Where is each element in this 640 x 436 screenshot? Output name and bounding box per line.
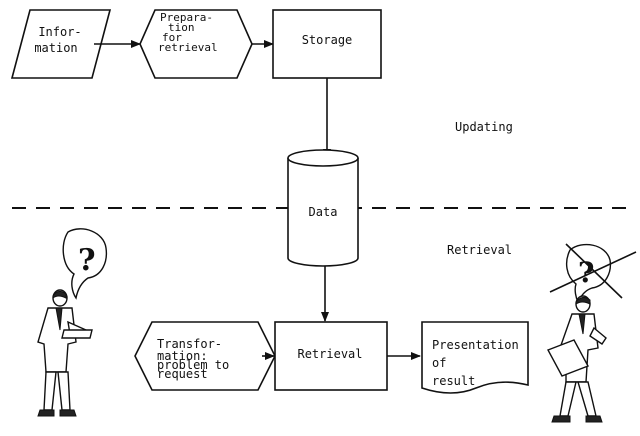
transformation-label-1: Transfor- <box>157 337 222 351</box>
preparation-label-4: retrieval <box>158 41 218 54</box>
storage-label: Storage <box>302 33 353 47</box>
transformation-node: Transfor- mation: problem to request <box>134 321 276 391</box>
preparation-label-1: Prepara- <box>160 11 213 24</box>
information-label-2: mation <box>34 41 77 55</box>
data-node: Data <box>287 149 359 267</box>
presentation-label-2: of <box>432 356 446 370</box>
transformation-label-3: problem to <box>157 358 229 372</box>
left-question-mark: ? <box>78 243 96 278</box>
information-node: Infor- mation <box>10 9 112 79</box>
data-label: Data <box>309 205 338 219</box>
presentation-label-1: Presentation <box>432 338 519 352</box>
section-label-updating: Updating <box>455 120 513 134</box>
presentation-label-3: result <box>432 374 475 388</box>
preparation-node: Prepara- tion for retrieval <box>139 9 253 79</box>
retrieval-label: Retrieval <box>297 347 362 361</box>
left-question-bubble: ? <box>62 228 108 300</box>
right-person-figure: ? <box>547 243 637 423</box>
cross-line-2 <box>549 251 637 293</box>
left-person-figure: ? <box>37 228 108 417</box>
preparation-label-3: for <box>162 31 182 44</box>
transformation-label-4: request <box>157 367 208 381</box>
retrieval-node: Retrieval <box>274 321 388 391</box>
section-label-retrieval: Retrieval <box>447 243 512 257</box>
storage-node: Storage <box>272 9 382 79</box>
preparation-label-2: tion <box>168 21 195 34</box>
presentation-node: Presentation of result <box>421 321 529 394</box>
transformation-label-2: mation: <box>157 349 208 363</box>
right-question-bubble: ? <box>549 243 637 304</box>
right-question-mark: ? <box>578 256 594 289</box>
information-label-1: Infor- <box>38 25 81 39</box>
